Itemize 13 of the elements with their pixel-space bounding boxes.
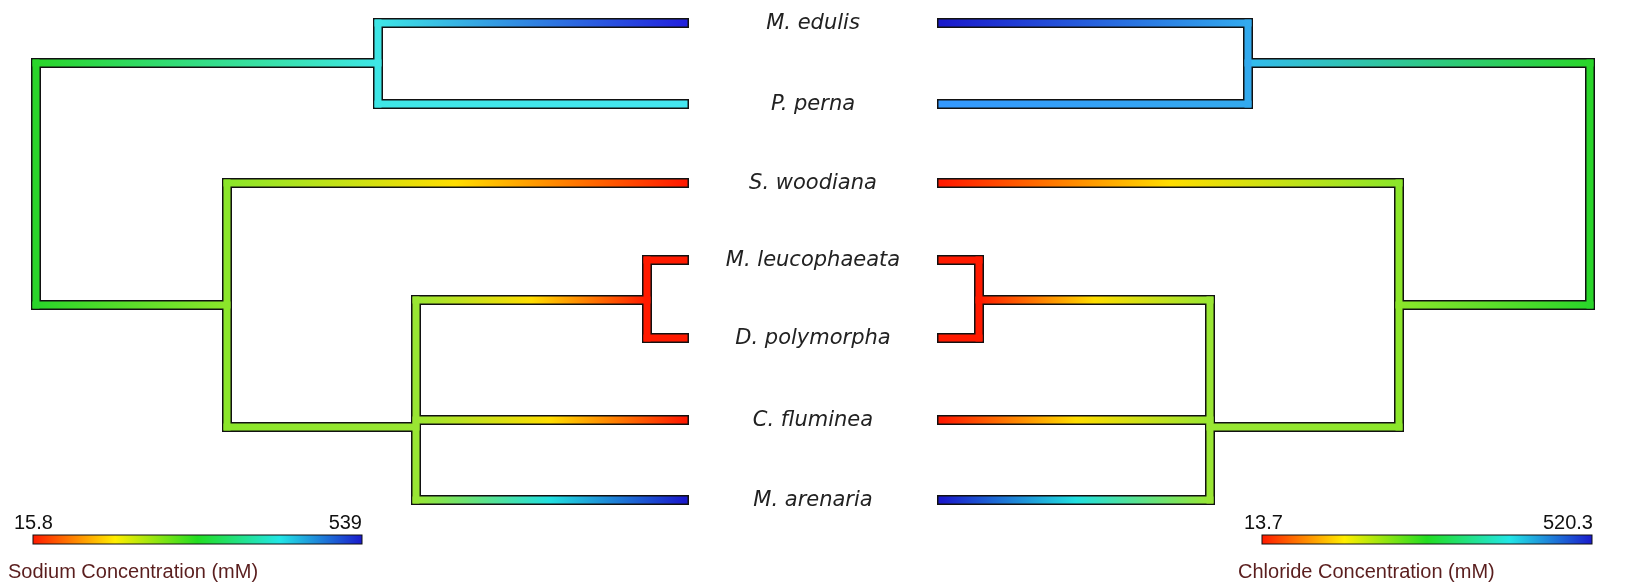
scale-value: 520.3 [1542,511,1593,533]
scale-value: 13.7 [1244,511,1283,533]
species-label: C. fluminea [752,408,874,432]
scale-value: 539 [328,511,362,533]
axis-title: Chloride Concentration (mM) [1238,560,1495,582]
species-label: P. perna [770,92,856,116]
axis-title: Sodium Concentration (mM) [8,560,259,582]
species-label: M. leucophaeata [725,248,901,272]
scale-value: 15.8 [14,511,53,533]
species-label: M. arenaria [753,488,873,512]
species-label: D. polymorpha [735,326,891,350]
species-label: S. woodiana [749,171,877,195]
species-label: M. edulis [766,11,860,35]
